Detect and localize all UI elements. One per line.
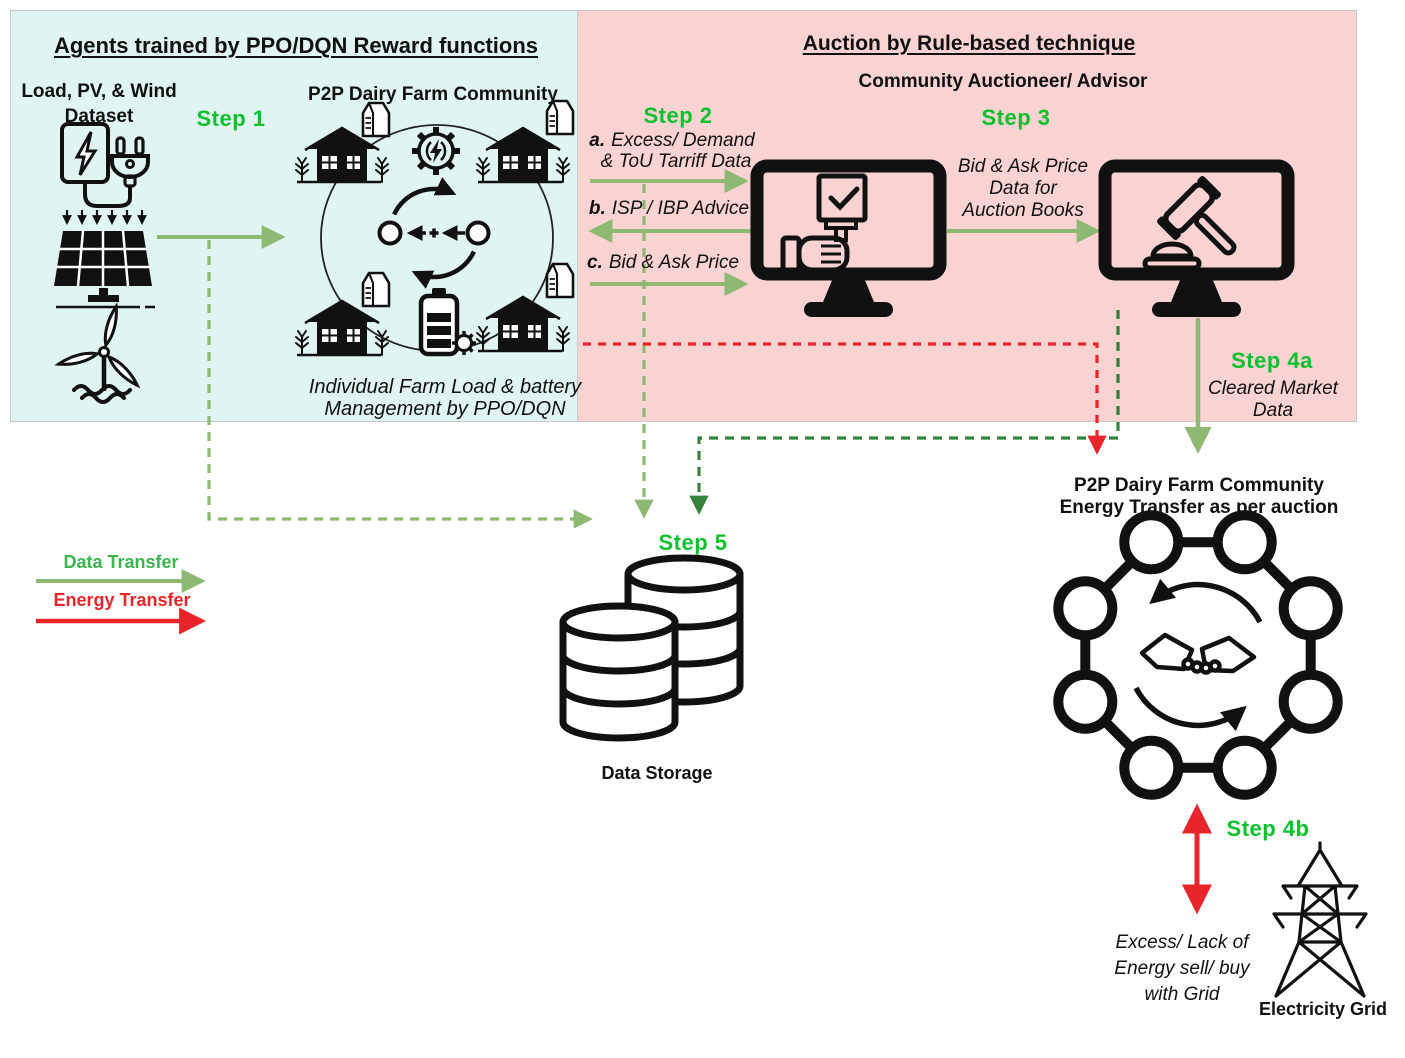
electricity-grid-label: Electricity Grid xyxy=(1258,999,1388,1019)
handshake-icon xyxy=(1139,632,1257,675)
data-storage-label: Data Storage xyxy=(601,763,713,783)
message-a-label-line2: & ToU Tarriff Data xyxy=(600,151,752,172)
step4a-caption-line2: Data xyxy=(1252,400,1294,421)
bid-ask-label-line2: Data for xyxy=(989,178,1057,199)
dataset-label-line1: Load, PV, & Wind xyxy=(21,81,177,102)
step4a-caption-line1: Cleared Market xyxy=(1208,378,1338,399)
step2-label: Step 2 xyxy=(643,103,713,128)
left-region-title: Agents trained by PPO/DQN Reward functio… xyxy=(53,33,539,58)
step3-label: Step 3 xyxy=(981,105,1051,130)
dataset-label-line2: Dataset xyxy=(64,106,134,127)
auctioneer-title: Community Auctioneer/ Advisor xyxy=(858,71,1148,92)
community-title: P2P Dairy Farm Community xyxy=(308,84,558,105)
message-a-label-line1: a.Excess/ Demand xyxy=(589,130,755,151)
p2p-transfer-title-line1: P2P Dairy Farm Community xyxy=(1074,475,1324,496)
step1-label: Step 1 xyxy=(196,106,266,131)
community-caption-line2: Management by PPO/DQN xyxy=(324,398,566,420)
step4b-caption-line3: with Grid xyxy=(1144,984,1220,1005)
p2p-transfer-title-line2: Energy Transfer as per auction xyxy=(1059,497,1339,518)
legend-energy-transfer-label: Energy Transfer xyxy=(53,590,191,610)
step4b-caption-line2: Energy sell/ buy xyxy=(1114,958,1250,979)
bid-ask-label-line1: Bid & Ask Price xyxy=(957,156,1089,177)
legend-data-transfer-label: Data Transfer xyxy=(63,552,179,572)
step4b-label: Step 4b xyxy=(1226,816,1310,841)
p2p-handshake-ring-icon xyxy=(1053,510,1343,800)
transmission-tower-icon xyxy=(1272,841,1368,998)
step5-label: Step 5 xyxy=(658,530,728,555)
step4a-label: Step 4a xyxy=(1231,348,1313,373)
bid-ask-label-line3: Auction Books xyxy=(962,200,1084,221)
right-region-title: Auction by Rule-based technique xyxy=(802,32,1136,55)
database-icon xyxy=(559,554,744,742)
message-b-label: b.ISP / IBP Advice xyxy=(588,198,750,219)
step4b-caption-line1: Excess/ Lack of xyxy=(1115,932,1249,953)
message-c-label: c.Bid & Ask Price xyxy=(586,252,740,273)
community-caption-line1: Individual Farm Load & battery xyxy=(308,376,582,398)
ppo-dqn-region xyxy=(10,10,578,422)
